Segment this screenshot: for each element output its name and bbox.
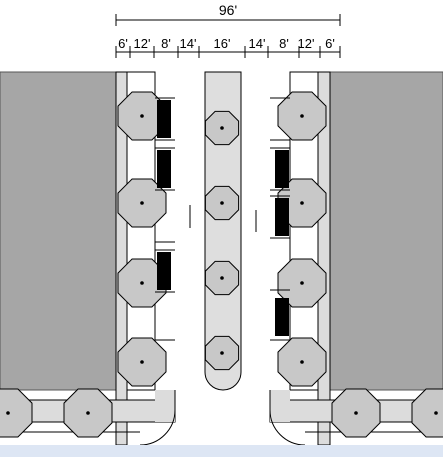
- tree: [277, 258, 327, 308]
- tree: [204, 260, 240, 296]
- tree-trunk: [6, 411, 10, 415]
- dimension-annotations: 96' 6' 12' 8' 14' 16' 14' 8' 12' 6': [115, 2, 341, 58]
- parked-car: [275, 298, 289, 336]
- building-left: [0, 71, 117, 391]
- segment-label-1: 6': [118, 36, 128, 51]
- parked-car: [157, 150, 171, 188]
- tree: [277, 178, 327, 228]
- tree: [277, 337, 327, 387]
- segment-label-4: 14': [180, 36, 197, 51]
- tree-trunk: [220, 201, 224, 205]
- tree: [411, 388, 443, 438]
- tree: [117, 178, 167, 228]
- parked-car: [157, 100, 171, 138]
- tree-trunk: [300, 360, 304, 364]
- parked-car: [275, 150, 289, 188]
- tree-trunk: [300, 281, 304, 285]
- segment-label-8: 12': [298, 36, 315, 51]
- segment-labels: 6' 12' 8' 14' 16' 14' 8' 12' 6': [118, 36, 335, 51]
- tree-trunk: [434, 411, 438, 415]
- tree: [63, 388, 113, 438]
- tree: [0, 388, 33, 438]
- parked-cars: [157, 100, 289, 336]
- tree: [204, 335, 240, 371]
- parked-car: [157, 252, 171, 290]
- tree-trunk: [140, 114, 144, 118]
- tree-trunk: [140, 281, 144, 285]
- tree-trunk: [220, 351, 224, 355]
- segment-label-3: 8': [161, 36, 171, 51]
- tree-canopy: [411, 388, 443, 438]
- tree-trunk: [220, 126, 224, 130]
- tree: [117, 337, 167, 387]
- segment-label-2: 12': [134, 36, 151, 51]
- segment-label-5: 16': [214, 36, 231, 51]
- median: [204, 71, 242, 391]
- building-right: [329, 71, 443, 391]
- curb-return-left-arc: [139, 409, 176, 446]
- tree: [277, 91, 327, 141]
- segment-label-6: 14': [249, 36, 266, 51]
- tree: [204, 185, 240, 221]
- tree-trunk: [220, 276, 224, 280]
- total-width-label: 96': [219, 2, 237, 18]
- tree-trunk: [300, 201, 304, 205]
- curb-return-left: [155, 390, 175, 422]
- curb-return-right: [270, 390, 290, 422]
- tree: [331, 388, 381, 438]
- segment-label-9: 6': [325, 36, 335, 51]
- tree-canopy: [0, 388, 33, 438]
- tree-trunk: [140, 360, 144, 364]
- tree-trunk: [300, 114, 304, 118]
- street-trees: [0, 91, 443, 438]
- status-bar: [0, 445, 443, 457]
- segment-ticks: [115, 46, 341, 58]
- curb-return-right-arc: [269, 409, 306, 446]
- tree-trunk: [354, 411, 358, 415]
- segment-label-7: 8': [279, 36, 289, 51]
- parking-stall-ticks: [155, 97, 290, 341]
- parked-car: [275, 198, 289, 236]
- tree-trunk: [86, 411, 90, 415]
- tree-trunk: [140, 201, 144, 205]
- tree: [204, 110, 240, 146]
